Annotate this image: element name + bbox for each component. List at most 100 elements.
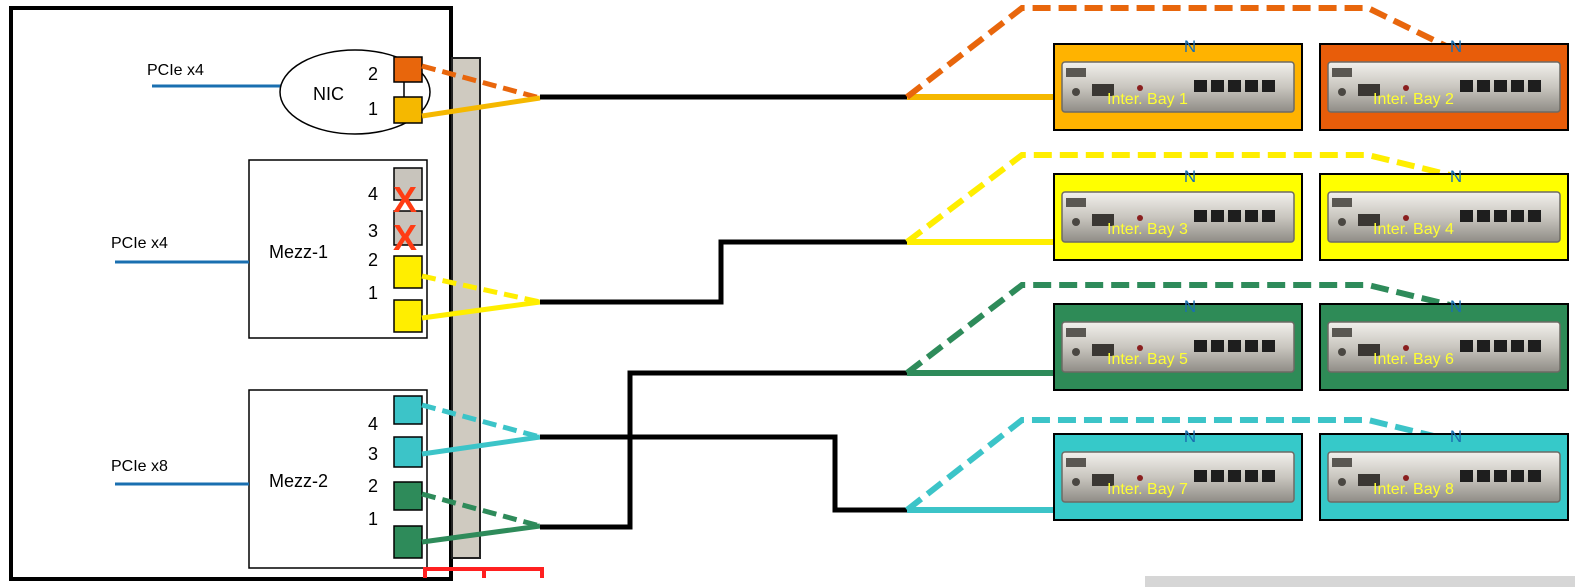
mezz1-port-3-num: 3 bbox=[368, 221, 378, 241]
mezz2-group: PCIe x8 Mezz-2 4 3 2 1 bbox=[111, 389, 428, 569]
bay6-dashed-link bbox=[905, 282, 1451, 376]
bay-7-module-rj45-5 bbox=[1262, 470, 1275, 482]
mezz1-port-1-num: 1 bbox=[368, 283, 378, 303]
mezz1-port-2-num: 2 bbox=[368, 250, 378, 270]
bay-8-module-image bbox=[1327, 451, 1561, 503]
nic-group: PCIe x4 NIC 2 1 bbox=[147, 49, 431, 135]
bay-5-module-rj45-3 bbox=[1228, 340, 1241, 352]
bay-7-label: Inter. Bay 7 bbox=[1107, 481, 1188, 498]
bay-4-module-rj45-5 bbox=[1528, 210, 1541, 222]
mezz1-port-1 bbox=[393, 299, 423, 333]
bay-1-module-rj45-4 bbox=[1245, 80, 1258, 92]
bay-7-badge: N bbox=[1184, 427, 1196, 446]
trunk-mezz1 bbox=[540, 239, 907, 305]
bay-4-module-rj45-3 bbox=[1494, 210, 1507, 222]
bay-6: Inter. Bay 6N bbox=[1319, 297, 1569, 391]
bay-7-module-handle bbox=[1066, 458, 1086, 467]
bay-3-module-port-sfp bbox=[1092, 214, 1114, 226]
bay-2-module-port-sfp bbox=[1358, 84, 1380, 96]
bay-6-module-rj45-5 bbox=[1528, 340, 1541, 352]
bay-6-module-handle bbox=[1332, 328, 1352, 337]
bay-5-module-rj45-2 bbox=[1211, 340, 1224, 352]
bay-6-module-led bbox=[1403, 345, 1409, 351]
bay-4-badge: N bbox=[1450, 167, 1462, 186]
bay-4-module-image bbox=[1327, 191, 1561, 243]
nic-port-2 bbox=[393, 56, 423, 83]
bay-5-label: Inter. Bay 5 bbox=[1107, 351, 1188, 368]
bay-2-module-led bbox=[1403, 85, 1409, 91]
bay-8-module-rj45-2 bbox=[1477, 470, 1490, 482]
midplane bbox=[451, 57, 481, 559]
bay-5-module-rj45-5 bbox=[1262, 340, 1275, 352]
bay-5-module-rj45-4 bbox=[1245, 340, 1258, 352]
bay-7-module-rj45-2 bbox=[1211, 470, 1224, 482]
bay-1-badge: N bbox=[1184, 37, 1196, 56]
bay-6-module-screw bbox=[1338, 348, 1346, 356]
bay-5-module-handle bbox=[1066, 328, 1086, 337]
bay-8-module-rj45-4 bbox=[1511, 470, 1524, 482]
port-links bbox=[421, 63, 541, 545]
bay-7-module-screw bbox=[1072, 478, 1080, 486]
bay-1-module-rj45-5 bbox=[1262, 80, 1275, 92]
mezz1-label: Mezz-1 bbox=[269, 242, 328, 262]
bay-1-label: Inter. Bay 1 bbox=[1107, 91, 1188, 108]
bay-1-module-screw bbox=[1072, 88, 1080, 96]
bay-3-module-image bbox=[1061, 191, 1295, 243]
bay-6-module-rj45-4 bbox=[1511, 340, 1524, 352]
mezz1-port-4-disabled-mark: X bbox=[393, 179, 417, 220]
bay-7-module-image bbox=[1061, 451, 1295, 503]
bay-4-module-screw bbox=[1338, 218, 1346, 226]
bay-4-label: Inter. Bay 4 bbox=[1373, 221, 1454, 238]
bay-5-module-rj45-1 bbox=[1194, 340, 1207, 352]
bay-8-module-rj45-3 bbox=[1494, 470, 1507, 482]
mezz2-label: Mezz-2 bbox=[269, 471, 328, 491]
bay-2: Inter. Bay 2N bbox=[1319, 37, 1569, 131]
bay-1-module-led bbox=[1137, 85, 1143, 91]
bay-1: Inter. Bay 1 N bbox=[1053, 37, 1303, 131]
bay-8-module-handle bbox=[1332, 458, 1352, 467]
bay-2-module-rj45-1 bbox=[1460, 80, 1473, 92]
bay-3: Inter. Bay 3 N bbox=[1053, 167, 1303, 261]
bay-1-module-rj45-1 bbox=[1194, 80, 1207, 92]
bay-6-module-rj45-3 bbox=[1494, 340, 1507, 352]
nic-port-1-num: 1 bbox=[368, 99, 378, 119]
bay-8-badge: N bbox=[1450, 427, 1462, 446]
bottom-strip bbox=[1145, 576, 1575, 587]
bay-6-module-rj45-1 bbox=[1460, 340, 1473, 352]
bay-4-module-port-sfp bbox=[1358, 214, 1380, 226]
mezz1-pcie-label: PCIe x4 bbox=[111, 235, 168, 252]
bay-8-module-screw bbox=[1338, 478, 1346, 486]
trunk-cables bbox=[540, 94, 907, 530]
bay-1-module-rj45-3 bbox=[1228, 80, 1241, 92]
bay-8-module-port-sfp bbox=[1358, 474, 1380, 486]
bay-3-module-rj45-1 bbox=[1194, 210, 1207, 222]
bay-2-module-rj45-5 bbox=[1528, 80, 1541, 92]
midplane-bracket bbox=[423, 567, 544, 578]
mezz2-port-3-num: 3 bbox=[368, 444, 378, 464]
bay-6-module-rj45-2 bbox=[1477, 340, 1490, 352]
bay-3-module-screw bbox=[1072, 218, 1080, 226]
mezz2-pcie-label: PCIe x8 bbox=[111, 458, 168, 475]
bay-8-module-rj45-5 bbox=[1528, 470, 1541, 482]
bay-7-module-led bbox=[1137, 475, 1143, 481]
bay-7-module-rj45-4 bbox=[1245, 470, 1258, 482]
bay-3-badge: N bbox=[1184, 167, 1196, 186]
bay-2-module-screw bbox=[1338, 88, 1346, 96]
bay-5-module-led bbox=[1137, 345, 1143, 351]
nic-port-2-num: 2 bbox=[368, 64, 378, 84]
bay-2-module-rj45-2 bbox=[1477, 80, 1490, 92]
mezz2-port-4-num: 4 bbox=[368, 414, 378, 434]
bay-6-label: Inter. Bay 6 bbox=[1373, 351, 1454, 368]
bay-4: Inter. Bay 4 N bbox=[1319, 167, 1569, 261]
mezz2-3-link bbox=[421, 434, 541, 457]
bay-1-module-handle bbox=[1066, 68, 1086, 77]
mezz2-1-link bbox=[421, 523, 541, 545]
mezz1-port-3 bbox=[393, 210, 423, 246]
mezz1-1-link bbox=[421, 299, 541, 321]
bay-2-module-handle bbox=[1332, 68, 1352, 77]
bay-links bbox=[905, 5, 1452, 513]
mezz1-port-2 bbox=[393, 255, 423, 289]
trunk-mezz2-b bbox=[540, 370, 907, 530]
bay-2-badge: N bbox=[1450, 37, 1462, 56]
bay-3-label: Inter. Bay 3 bbox=[1107, 221, 1188, 238]
